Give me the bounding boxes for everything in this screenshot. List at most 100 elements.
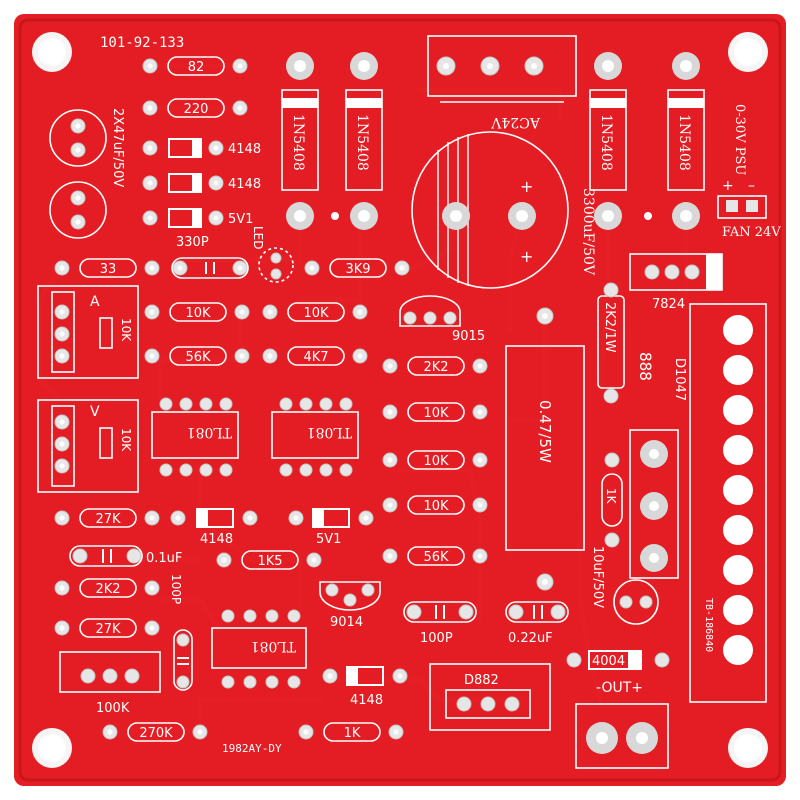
label-r27k-2: 27K <box>95 622 121 637</box>
label-fan-plus: + <box>722 178 734 194</box>
label-r10k-5: 10K <box>423 499 449 514</box>
resistor-27k-1: 27K <box>54 508 160 528</box>
label-pot-a-10k: 10K <box>119 318 133 342</box>
board-footer-code: 1982AY-DY <box>222 742 282 755</box>
diode-1n5408-3: 1N5408 <box>589 52 627 230</box>
label-r2k2-1: 2K2 <box>423 360 448 375</box>
resistor-27k-2: 27K <box>54 618 160 638</box>
label-psu: 0-30V PSU <box>732 104 747 175</box>
label-2k2-1w: 2K2/1W <box>602 302 617 353</box>
label-fan-minus: – <box>748 178 755 194</box>
header-strip-tb186840: TB-186840 <box>689 303 767 703</box>
resistor-10k-4: 10K <box>382 450 488 470</box>
label-pot-v: V <box>90 404 100 420</box>
label-r2k2-2: 2K2 <box>95 582 120 597</box>
label-r27k-1: 27K <box>95 512 121 527</box>
label-100k: 100K <box>96 701 130 716</box>
resistor-10k-3: 10K <box>382 402 488 422</box>
capacitor-0-22uf: 0.22uF <box>505 601 569 646</box>
header-pin-2 <box>723 355 753 385</box>
board-substrate <box>14 14 786 786</box>
label-r10k-3: 10K <box>423 406 449 421</box>
regulator-7824: 7824 <box>629 253 723 312</box>
label-pot-v-10k: 10K <box>119 428 133 452</box>
capacitor-small-top <box>171 257 249 279</box>
header-pin-4 <box>723 435 753 465</box>
resistor-10k-1: 10K <box>144 302 250 322</box>
resistor-4k7: 4K7 <box>262 346 368 366</box>
label-display: 888 <box>636 352 655 381</box>
label-2x47uf: 2X47uF/50V <box>110 108 125 187</box>
label-d1047: D1047 <box>672 358 687 401</box>
resistor-1k: 1K <box>298 722 404 742</box>
resistor-2k2-1w: 2K2/1W <box>597 282 625 404</box>
label-1n5408-1: 1N5408 <box>290 114 306 171</box>
diode-4148-2: 4148 <box>142 173 261 193</box>
diode-4148-4: 4148 <box>322 666 408 708</box>
label-100p-2: 100P <box>420 631 453 646</box>
resistor-1k-2: 1K <box>601 452 623 548</box>
label-d4148-2: 4148 <box>228 177 261 192</box>
connector-ac24v: AC24V <box>427 35 577 130</box>
header-pin-8 <box>723 595 753 625</box>
capacitor-100p-1: 100P <box>169 574 193 691</box>
label-r10k-2: 10K <box>303 306 329 321</box>
resistor-82: 82 <box>142 56 248 76</box>
label-fan: FAN 24V <box>722 225 781 240</box>
label-r1k5: 1K5 <box>257 554 282 569</box>
header-pin-5 <box>723 475 753 505</box>
display-readout: 888 D1047 <box>636 352 687 401</box>
board-id-code: 101-92-133 <box>100 35 184 51</box>
resistor-220: 220 <box>142 98 248 118</box>
board-edge <box>18 18 782 782</box>
label-r56k-1: 56K <box>185 350 211 365</box>
led: LED <box>251 226 294 283</box>
label-1n5408-2: 1N5408 <box>354 114 370 171</box>
label-0-47-5w: 0.47/5W <box>536 400 554 463</box>
resistor-1k5: 1K5 <box>216 550 322 570</box>
label-r56k-2: 56K <box>423 550 449 565</box>
label-plus-2: + <box>520 247 533 266</box>
header-pin-7 <box>723 555 753 585</box>
transistor-d882: D882 <box>429 663 551 731</box>
mounting-holes <box>32 32 768 768</box>
label-plus-1: + <box>520 177 533 196</box>
resistor-0-47-5w: 0.47/5W <box>505 307 585 591</box>
transistor-9014: 9014 <box>319 581 381 630</box>
label-tl081-1: TL081 <box>187 424 232 440</box>
potentiometer-a: A 10K <box>37 285 139 379</box>
label-1k-2: 1K <box>604 488 618 505</box>
ic-tl081-3: TL081 <box>211 609 307 689</box>
ic-tl081-1: TL081 <box>151 397 239 477</box>
label-0-22uf: 0.22uF <box>508 631 553 646</box>
capacitor-10uf: 10uF/50V <box>590 546 659 625</box>
label-3300uf: 3300uF/50V <box>580 188 596 276</box>
label-tl081-2: TL081 <box>307 424 352 440</box>
label-tb186840: TB-186840 <box>703 598 714 652</box>
ic-tl081-2: TL081 <box>271 397 359 477</box>
resistor-33: 33 <box>54 258 160 278</box>
label-r270k: 270K <box>139 726 173 741</box>
label-0-1uf: 0.1uF <box>146 551 182 566</box>
diode-1n5408-2: 1N5408 <box>345 52 383 230</box>
label-r3k9: 3K9 <box>345 262 370 277</box>
capacitor-pair-47uf: 2X47uF/50V <box>49 108 125 239</box>
capacitor-0-1uf: 0.1uF <box>69 545 182 567</box>
resistor-10k-2: 10K <box>262 302 368 322</box>
label-d4148-3: 4148 <box>200 532 233 547</box>
label-out: -OUT+ <box>596 680 643 696</box>
label-r10k-4: 10K <box>423 454 449 469</box>
resistor-10k-5: 10K <box>382 495 488 515</box>
label-4004: 4004 <box>592 654 625 669</box>
label-9014: 9014 <box>330 615 363 630</box>
diode-1n5408-4: 1N5408 <box>667 52 705 230</box>
resistor-56k-2: 56K <box>382 546 488 566</box>
connector-fan: + – FAN 24V <box>717 178 781 240</box>
zener-5v1-top: 5V1 330P <box>142 208 253 250</box>
via-hole-1 <box>331 212 339 220</box>
label-r220: 220 <box>184 102 209 117</box>
potentiometer-v: V 10K <box>37 399 139 493</box>
capacitor-100p-2: 100P <box>403 601 477 646</box>
zener-5v1-mid: 5V1 <box>288 508 374 547</box>
